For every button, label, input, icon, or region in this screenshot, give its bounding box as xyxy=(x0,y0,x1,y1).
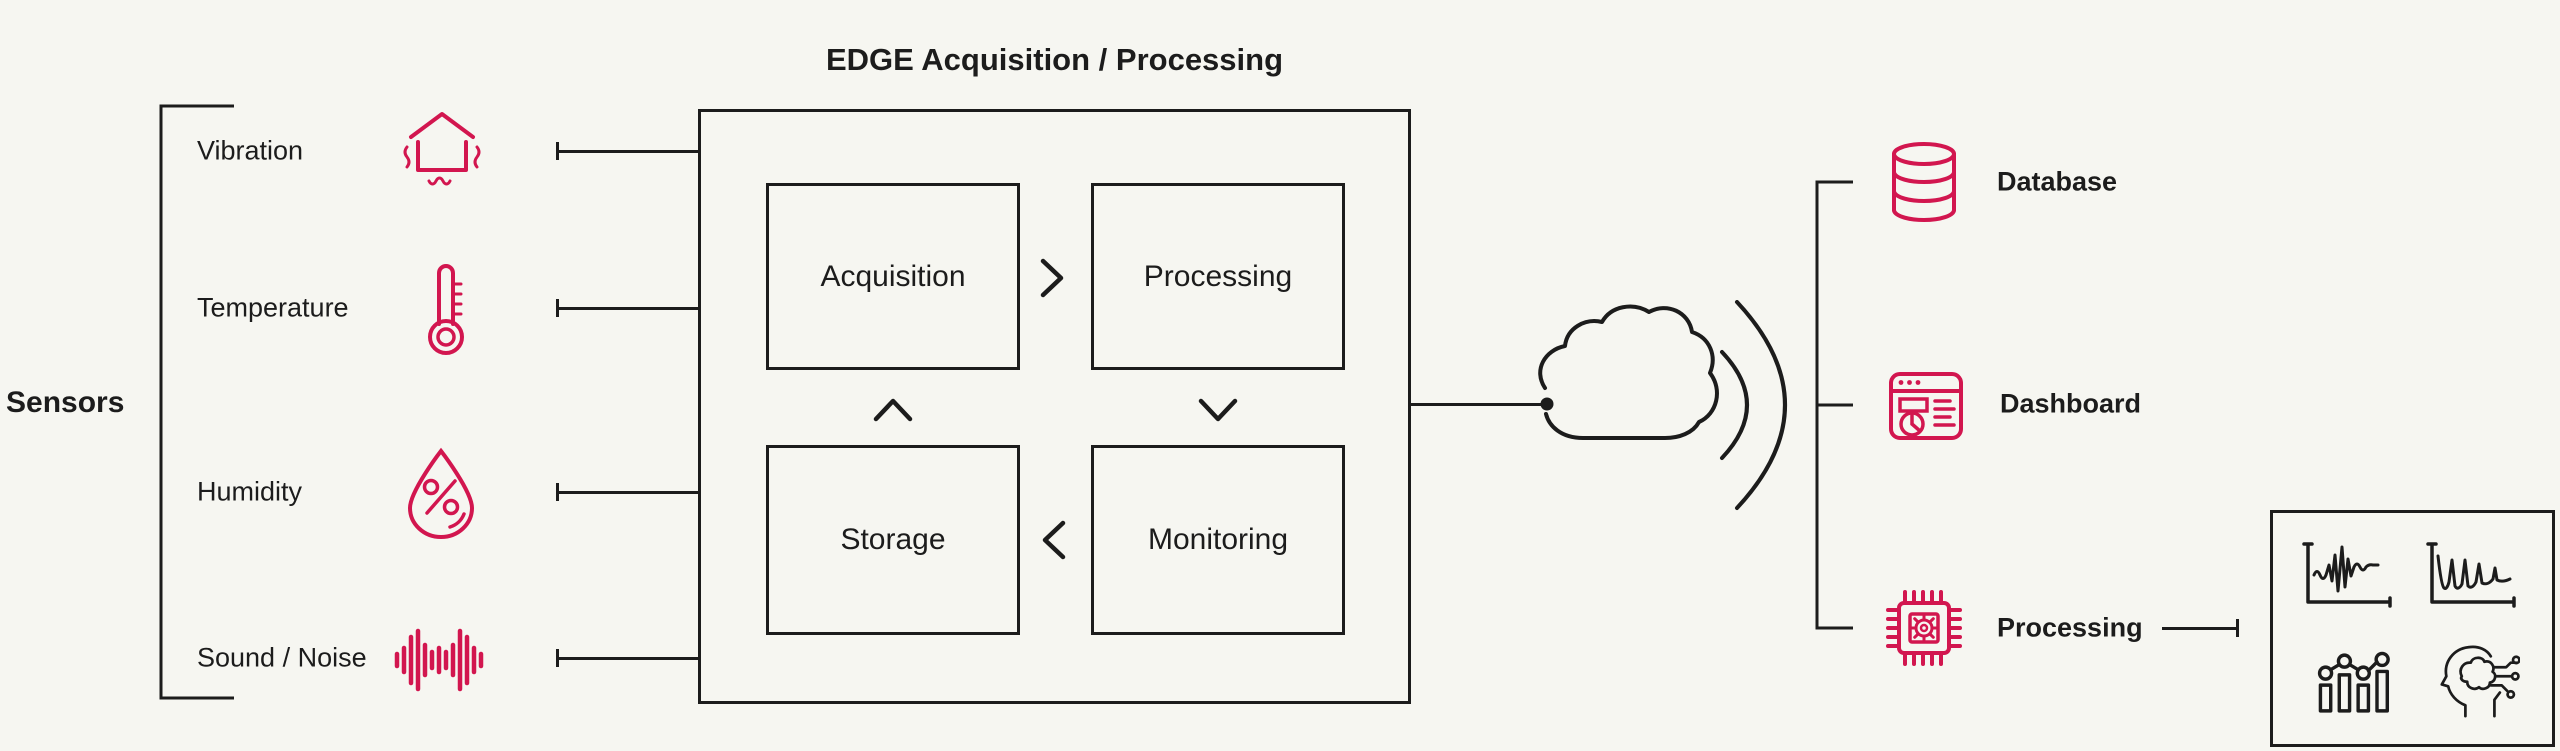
processor-chip-icon xyxy=(1886,590,1962,666)
ai-brain-head-icon xyxy=(2440,645,2520,718)
sensors-group-label: Sensors xyxy=(6,386,125,419)
connector-temperature-tick xyxy=(556,299,559,317)
wireless-signal-icon xyxy=(1720,300,1787,510)
sensor-label-vibration: Vibration xyxy=(197,135,304,166)
sensor-label-temperature: Temperature xyxy=(197,292,349,323)
frequency-peaks-plot-icon xyxy=(2426,542,2516,608)
arrow-down-icon xyxy=(1198,398,1238,422)
sensor-label-sound-noise: Sound / Noise xyxy=(197,642,367,673)
processing-to-panel-line xyxy=(2162,627,2238,630)
processing-to-panel-tick xyxy=(2236,619,2239,637)
sensor-label-humidity: Humidity xyxy=(197,476,303,507)
cloud-icon xyxy=(1538,300,1787,510)
edge-box xyxy=(698,109,1411,704)
connector-sound-noise-tick xyxy=(556,649,559,667)
dashboard-icon xyxy=(1889,372,1963,440)
connector-humidity xyxy=(557,491,699,494)
edge-node-storage: Storage xyxy=(766,445,1020,635)
arrow-right-icon xyxy=(1040,258,1064,298)
sensors-bracket xyxy=(159,104,234,700)
temperature-icon xyxy=(428,264,464,355)
arrow-up-icon xyxy=(873,398,913,422)
edge-node-monitoring: Monitoring xyxy=(1091,445,1345,635)
edge-node-acquisition: Acquisition xyxy=(766,183,1020,370)
bar-line-chart-icon xyxy=(2317,651,2390,713)
sound-noise-icon xyxy=(394,628,484,692)
vibration-icon xyxy=(403,112,481,186)
connector-vibration xyxy=(557,150,699,153)
arrow-left-icon xyxy=(1042,520,1066,560)
database-icon xyxy=(1892,142,1956,222)
connector-humidity-tick xyxy=(556,483,559,501)
connector-temperature xyxy=(557,307,699,310)
edge-node-processing: Processing xyxy=(1091,183,1345,370)
output-label-database: Database xyxy=(1997,166,2118,197)
output-label-dashboard: Dashboard xyxy=(2000,388,2142,419)
edge-to-cloud-line xyxy=(1411,403,1549,406)
connector-sound-noise xyxy=(557,657,699,660)
cloud-connection-dot xyxy=(1540,397,1554,411)
edge-title: EDGE Acquisition / Processing xyxy=(825,42,1284,77)
outputs-bracket xyxy=(1815,180,1853,630)
connector-vibration-tick xyxy=(556,142,559,160)
output-label-processing: Processing xyxy=(1997,612,2143,643)
signal-waveform-plot-icon xyxy=(2302,542,2392,608)
humidity-icon xyxy=(407,447,475,539)
analytics-panel xyxy=(2270,510,2555,747)
